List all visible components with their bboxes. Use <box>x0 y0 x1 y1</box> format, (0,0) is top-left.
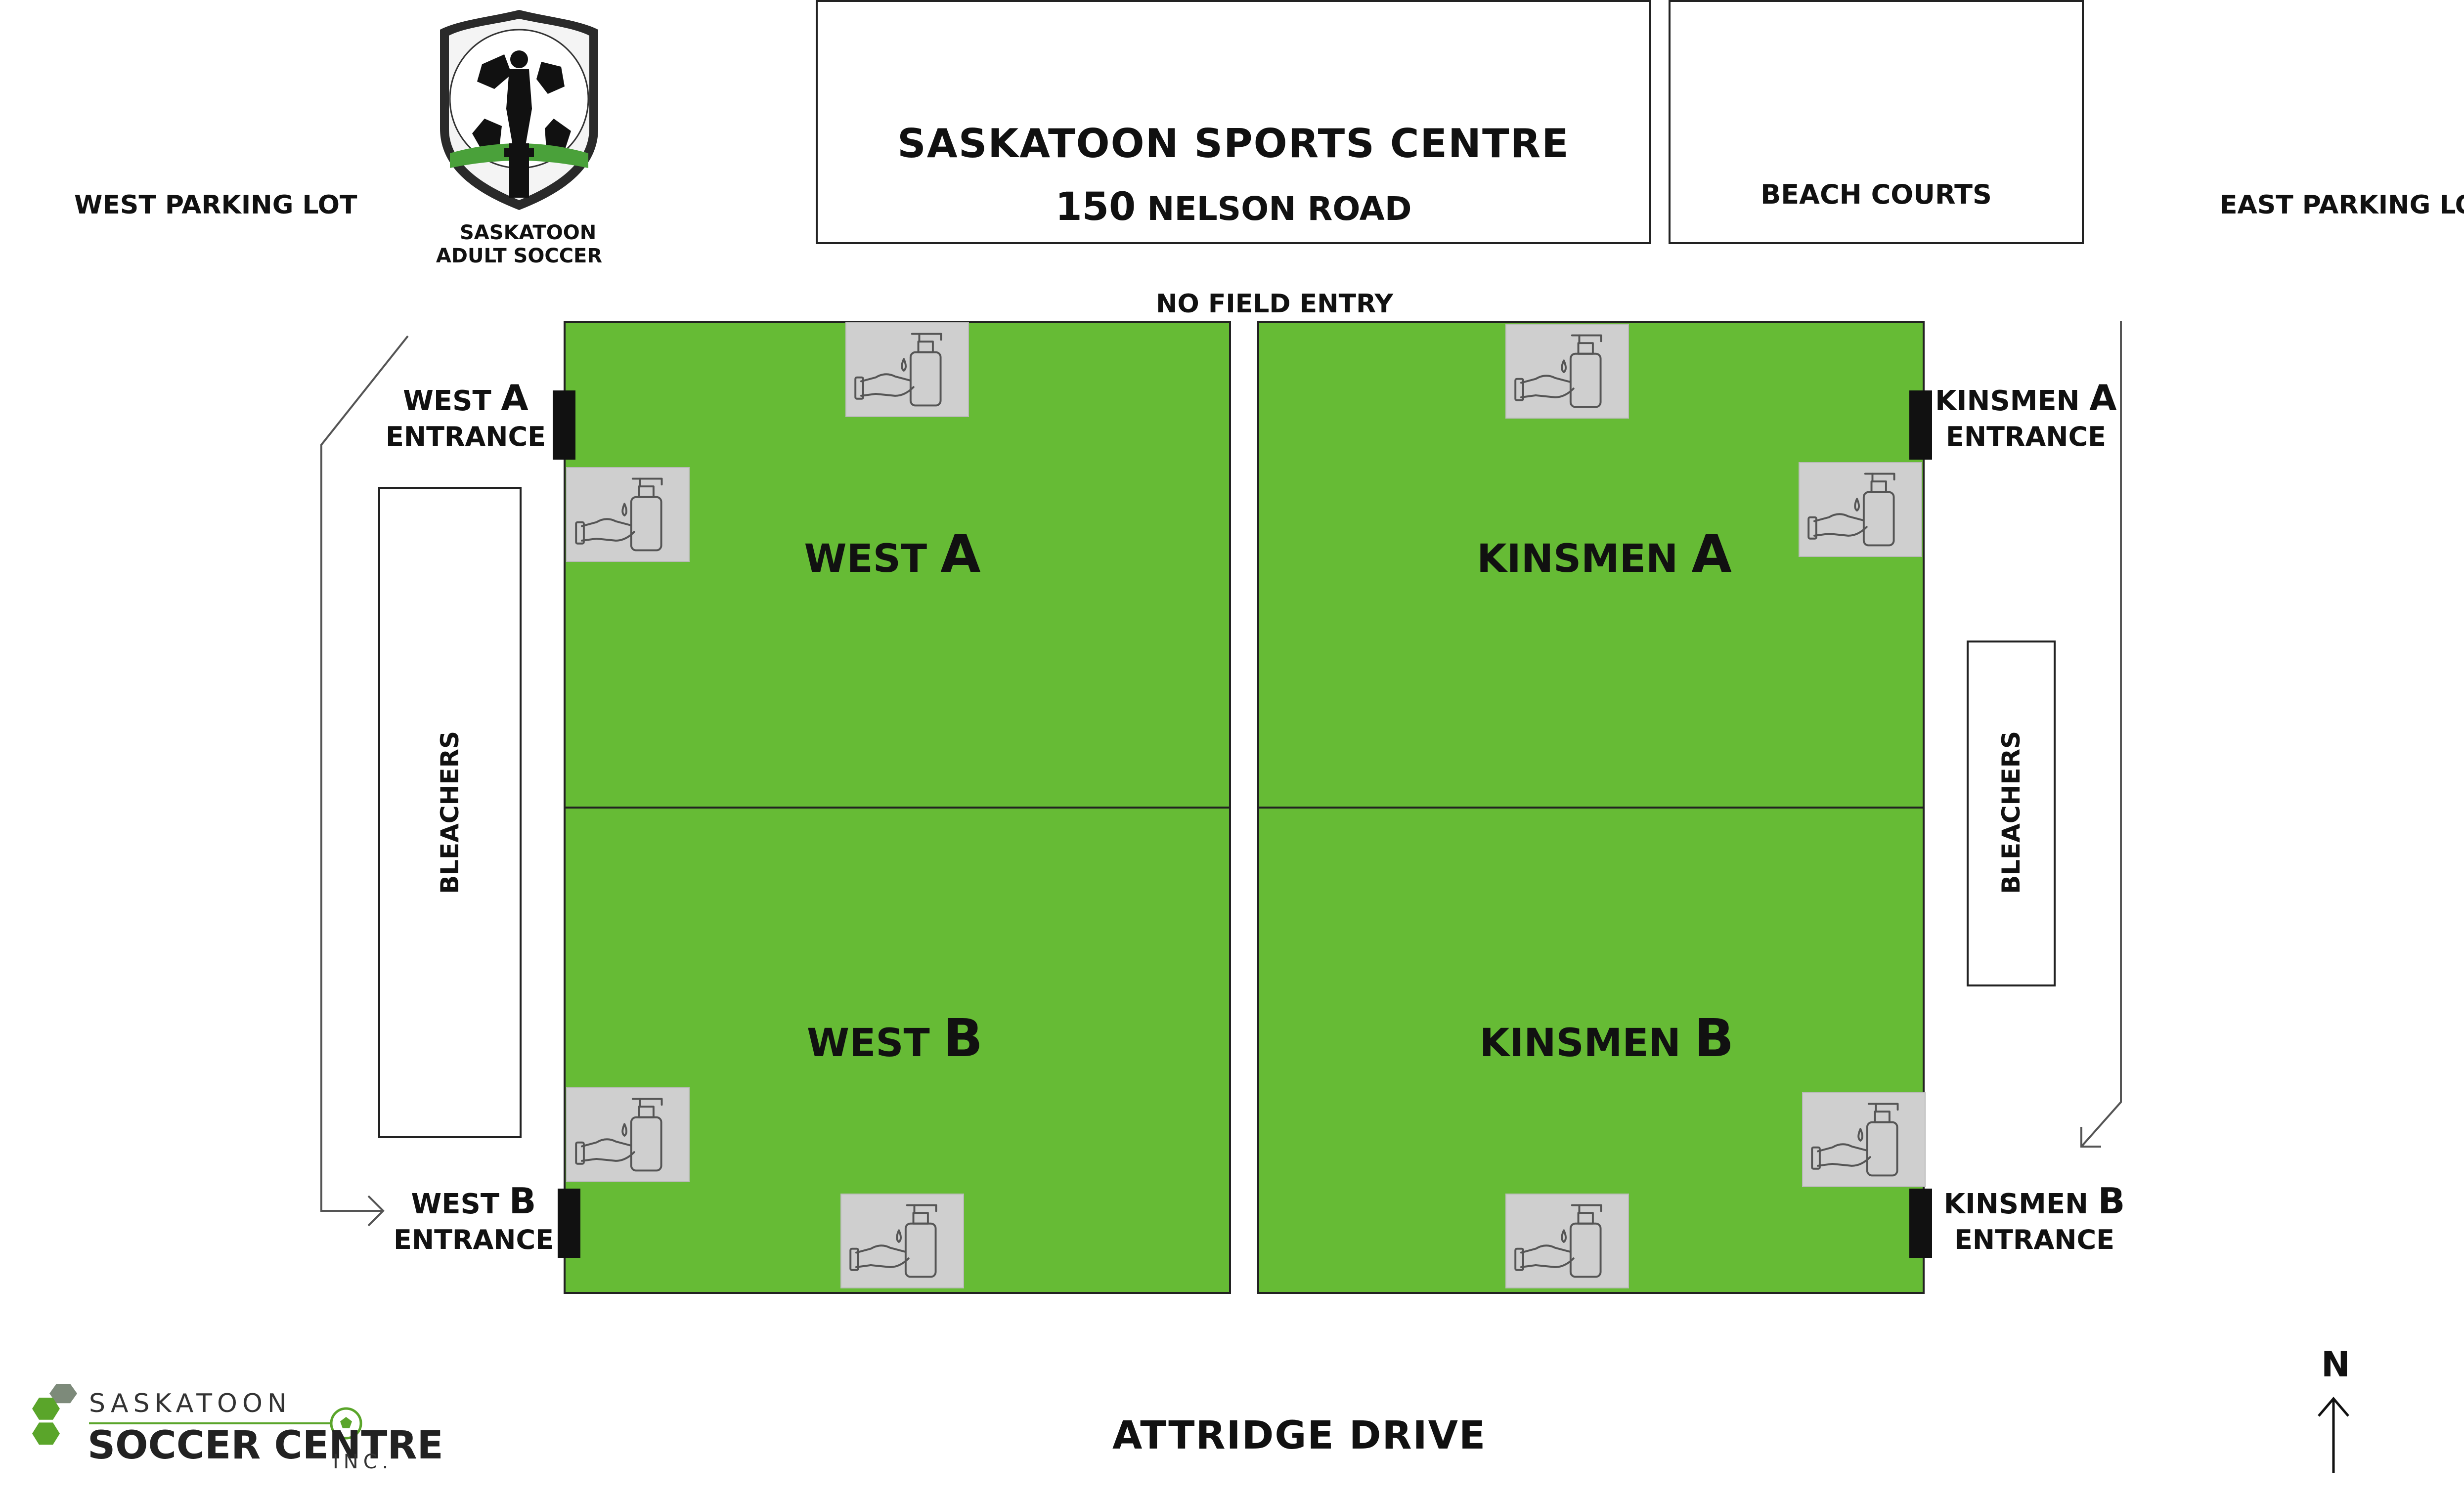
entrance-label-kinsmen-a: KINSMEN A ENTRANCE <box>1935 377 2117 452</box>
soccer-ball-icon <box>330 1407 362 1440</box>
entrance-label-west-a: WEST A ENTRANCE <box>386 377 546 452</box>
no-field-entry-label: NO FIELD ENTRY <box>1156 289 1393 319</box>
field-label-kinsmen-a: KINSMEN A <box>1477 524 1732 584</box>
gate-west-b <box>558 1189 580 1258</box>
hand-sanitizer-icon <box>1505 1194 1629 1288</box>
hand-sanitizer-icon <box>1799 462 1922 557</box>
crest-icon <box>440 10 598 210</box>
soccer-centre-line1: SASKATOON <box>89 1389 292 1418</box>
field-label-west-b: WEST B <box>807 1008 983 1069</box>
hand-sanitizer-icon <box>1505 324 1629 419</box>
hand-sanitizer-icon <box>566 1087 690 1182</box>
north-arrow-icon <box>2318 1397 2349 1473</box>
entrance-label-kinsmen-b: KINSMEN B ENTRANCE <box>1943 1180 2125 1255</box>
gate-kinsmen-a <box>1909 390 1932 460</box>
address-street: NELSON ROAD <box>1147 190 1412 228</box>
hand-sanitizer-icon <box>566 467 690 562</box>
beach-courts-label: BEACH COURTS <box>1760 179 1992 210</box>
gate-kinsmen-b <box>1909 1189 1932 1258</box>
hand-sanitizer-icon <box>845 322 969 417</box>
field-divider-west <box>564 807 1231 809</box>
entrance-label-west-b: WEST B ENTRANCE <box>394 1180 554 1255</box>
east-parking-lot-label: EAST PARKING LOT <box>2220 190 2464 220</box>
gate-west-a <box>553 390 575 460</box>
bleachers-west <box>378 487 522 1138</box>
bleachers-east <box>1967 641 2056 986</box>
hexagon-logo-icon <box>32 1384 77 1445</box>
league-logo-line1: SASKATOON <box>460 221 597 244</box>
address-number: 150 <box>1055 185 1136 229</box>
hand-sanitizer-icon <box>840 1194 964 1288</box>
league-crest-logo <box>435 5 603 213</box>
logo-divider <box>89 1422 356 1424</box>
soccer-centre-suffix: INC. <box>333 1451 394 1473</box>
field-divider-kinsmen <box>1257 807 1925 809</box>
venue-name: SASKATOON SPORTS CENTRE <box>897 121 1570 167</box>
league-logo-line2: ADULT SOCCER <box>436 245 603 267</box>
north-label: N <box>2321 1344 2350 1385</box>
field-label-west-a: WEST A <box>804 524 981 584</box>
hand-sanitizer-icon <box>1802 1092 1926 1187</box>
venue-address: 150 NELSON ROAD <box>818 185 1649 229</box>
sports-centre-building: SASKATOON SPORTS CENTRE 150 NELSON ROAD <box>816 0 1651 244</box>
street-label: ATTRIDGE DRIVE <box>1112 1413 1487 1458</box>
soccer-centre-line2: SOCCER CENTRE <box>88 1423 443 1468</box>
beach-courts-area: BEACH COURTS <box>1669 0 2084 244</box>
soccer-centre-logo: SASKATOON SOCCER CENTRE INC. <box>32 1359 443 1493</box>
west-parking-lot-label: WEST PARKING LOT <box>74 190 357 220</box>
field-label-kinsmen-b: KINSMEN B <box>1479 1008 1734 1069</box>
